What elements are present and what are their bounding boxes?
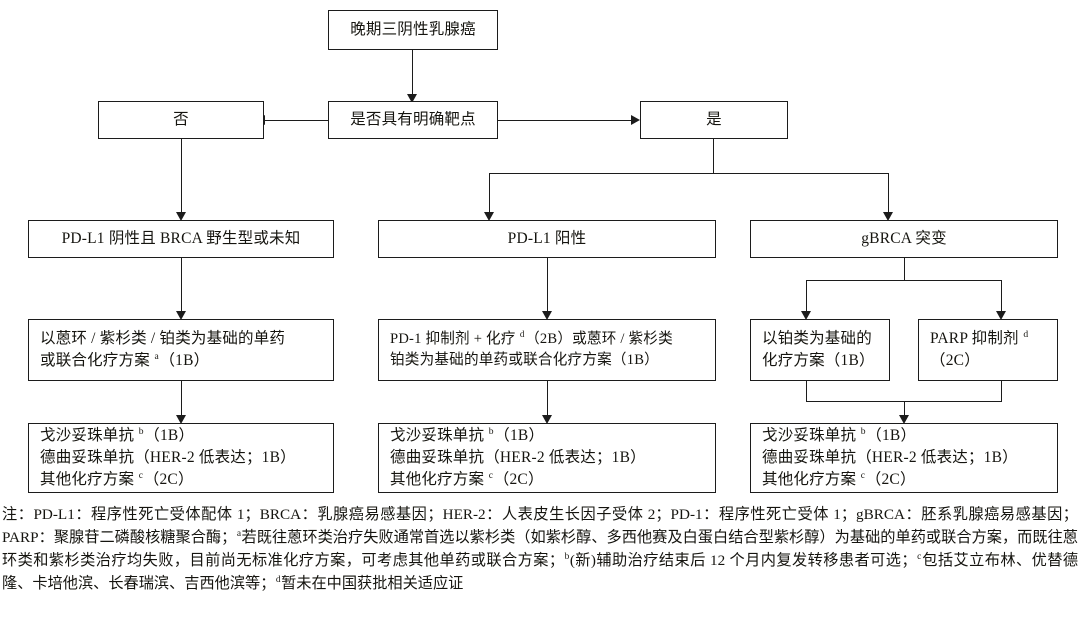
- node-decision-target: 是否具有明确靶点: [328, 101, 498, 139]
- connector-first-line-middle-to-subsequent: [547, 381, 548, 419]
- connector-stratum-2-to-first-line: [547, 258, 548, 314]
- figure-notes: 注：PD-L1：程序性死亡受体配体 1；BRCA：乳腺癌易感基因；HER-2：人…: [0, 503, 1080, 595]
- subsequent-middle-line-1: 戈沙妥珠单抗 b（1B）: [390, 425, 545, 444]
- node-stratum-pdl1-negative-label: PD-L1 阴性且 BRCA 野生型或未知: [61, 230, 301, 247]
- first-line-parp-line-2: （2C）: [930, 352, 980, 369]
- arrowhead-bus-to-stratum-3: [883, 212, 893, 221]
- first-line-platinum-line-2: 化疗方案（1B）: [762, 352, 875, 369]
- subsequent-middle-line-2: 德曲妥珠单抗（HER-2 低表达；1B）: [390, 449, 646, 466]
- node-stratum-gbrca-mutation: gBRCA 突变: [750, 220, 1058, 258]
- arrowhead-first-line-middle-to-subsequent: [542, 415, 552, 424]
- node-branch-yes: 是: [640, 101, 788, 139]
- flowchart-canvas: 晚期三阴性乳腺癌 是否具有明确靶点 否 是 PD-L1 阴性且 BRCA 野生型…: [28, 10, 1058, 493]
- subsequent-left-line-2: 德曲妥珠单抗（HER-2 低表达；1B）: [40, 449, 296, 466]
- node-stratum-pdl1-positive: PD-L1 阳性: [378, 220, 716, 258]
- connector-yes-down: [713, 139, 714, 174]
- connector-first-line-left-to-subsequent: [181, 381, 182, 419]
- arrowhead-bus-to-platinum: [801, 311, 811, 320]
- subsequent-right-line-1: 戈沙妥珠单抗 b（1B）: [762, 425, 917, 444]
- node-decision-target-label: 是否具有明确靶点: [350, 111, 476, 128]
- arrowhead-merge-to-subsequent-right: [899, 415, 909, 424]
- connector-bus-to-platinum: [806, 280, 807, 314]
- node-stratum-pdl1-positive-label: PD-L1 阳性: [507, 230, 587, 247]
- connector-parp-down: [1001, 381, 1002, 402]
- connector-stratum-1-to-first-line: [181, 258, 182, 314]
- first-line-parp-line-1: PARP 抑制剂 d: [930, 328, 1029, 347]
- connector-bus-to-stratum-2: [489, 173, 490, 215]
- connector-title-to-decision: [412, 50, 413, 97]
- connector-decision-to-no: [264, 120, 328, 121]
- connector-stratum-3-split-bus: [806, 280, 1002, 281]
- connector-yes-split-bus: [489, 173, 889, 174]
- first-line-left-line-1: 以蒽环 / 紫杉类 / 铂类为基础的单药: [40, 330, 286, 347]
- subsequent-right-line-3: 其他化疗方案 c（2C）: [762, 469, 916, 488]
- connector-bus-to-stratum-3: [888, 173, 889, 215]
- first-line-middle-line-2: 铂类为基础的单药或联合化疗方案（1B）: [390, 352, 659, 368]
- node-first-line-parp: PARP 抑制剂 d （2C）: [918, 319, 1058, 381]
- arrowhead-bus-to-stratum-2: [484, 212, 494, 221]
- node-first-line-left: 以蒽环 / 紫杉类 / 铂类为基础的单药 或联合化疗方案 a（1B）: [28, 319, 334, 381]
- arrowhead-title-to-decision: [407, 94, 417, 103]
- subsequent-left-line-3: 其他化疗方案 c（2C）: [40, 469, 194, 488]
- node-subsequent-left: 戈沙妥珠单抗 b（1B） 德曲妥珠单抗（HER-2 低表达；1B） 其他化疗方案…: [28, 423, 334, 493]
- first-line-left-line-2: 或联合化疗方案 a（1B）: [40, 350, 210, 369]
- first-line-platinum-line-1: 以铂类为基础的: [762, 330, 872, 347]
- figure-notes-text: 注：PD-L1：程序性死亡受体配体 1；BRCA：乳腺癌易感基因；HER-2：人…: [2, 506, 1079, 593]
- arrowhead-bus-to-parp: [996, 311, 1006, 320]
- node-stratum-gbrca-mutation-label: gBRCA 突变: [861, 230, 947, 247]
- node-branch-yes-label: 是: [706, 111, 722, 128]
- node-branch-no: 否: [98, 101, 264, 139]
- connector-stratum-3-down: [904, 258, 905, 281]
- node-stratum-pdl1-negative: PD-L1 阴性且 BRCA 野生型或未知: [28, 220, 334, 258]
- node-first-line-middle: PD-1 抑制剂 + 化疗 d（2B）或蒽环 / 紫杉类 铂类为基础的单药或联合…: [378, 319, 716, 381]
- subsequent-right-line-2: 德曲妥珠单抗（HER-2 低表达；1B）: [762, 449, 1018, 466]
- arrowhead-decision-to-yes: [631, 114, 640, 125]
- node-first-line-platinum: 以铂类为基础的 化疗方案（1B）: [750, 319, 890, 381]
- connector-decision-to-yes: [498, 120, 633, 121]
- connector-no-to-stratum-1: [181, 139, 182, 215]
- node-advanced-tnbc-label: 晚期三阴性乳腺癌: [350, 21, 476, 38]
- node-branch-no-label: 否: [173, 111, 189, 128]
- first-line-middle-line-1: PD-1 抑制剂 + 化疗 d（2B）或蒽环 / 紫杉类: [390, 329, 673, 348]
- arrowhead-no-to-stratum-1: [176, 212, 186, 221]
- subsequent-middle-line-3: 其他化疗方案 c（2C）: [390, 469, 544, 488]
- subsequent-left-line-1: 戈沙妥珠单抗 b（1B）: [40, 425, 195, 444]
- arrowhead-stratum-2-to-first-line: [542, 311, 552, 320]
- node-advanced-tnbc: 晚期三阴性乳腺癌: [328, 10, 498, 50]
- connector-platinum-down: [806, 381, 807, 402]
- connector-merge-to-subsequent-right: [904, 401, 905, 419]
- node-subsequent-middle: 戈沙妥珠单抗 b（1B） 德曲妥珠单抗（HER-2 低表达；1B） 其他化疗方案…: [378, 423, 716, 493]
- arrowhead-first-line-left-to-subsequent: [176, 415, 186, 424]
- arrowhead-stratum-1-to-first-line: [176, 311, 186, 320]
- connector-bus-to-parp: [1001, 280, 1002, 314]
- node-subsequent-right: 戈沙妥珠单抗 b（1B） 德曲妥珠单抗（HER-2 低表达；1B） 其他化疗方案…: [750, 423, 1058, 493]
